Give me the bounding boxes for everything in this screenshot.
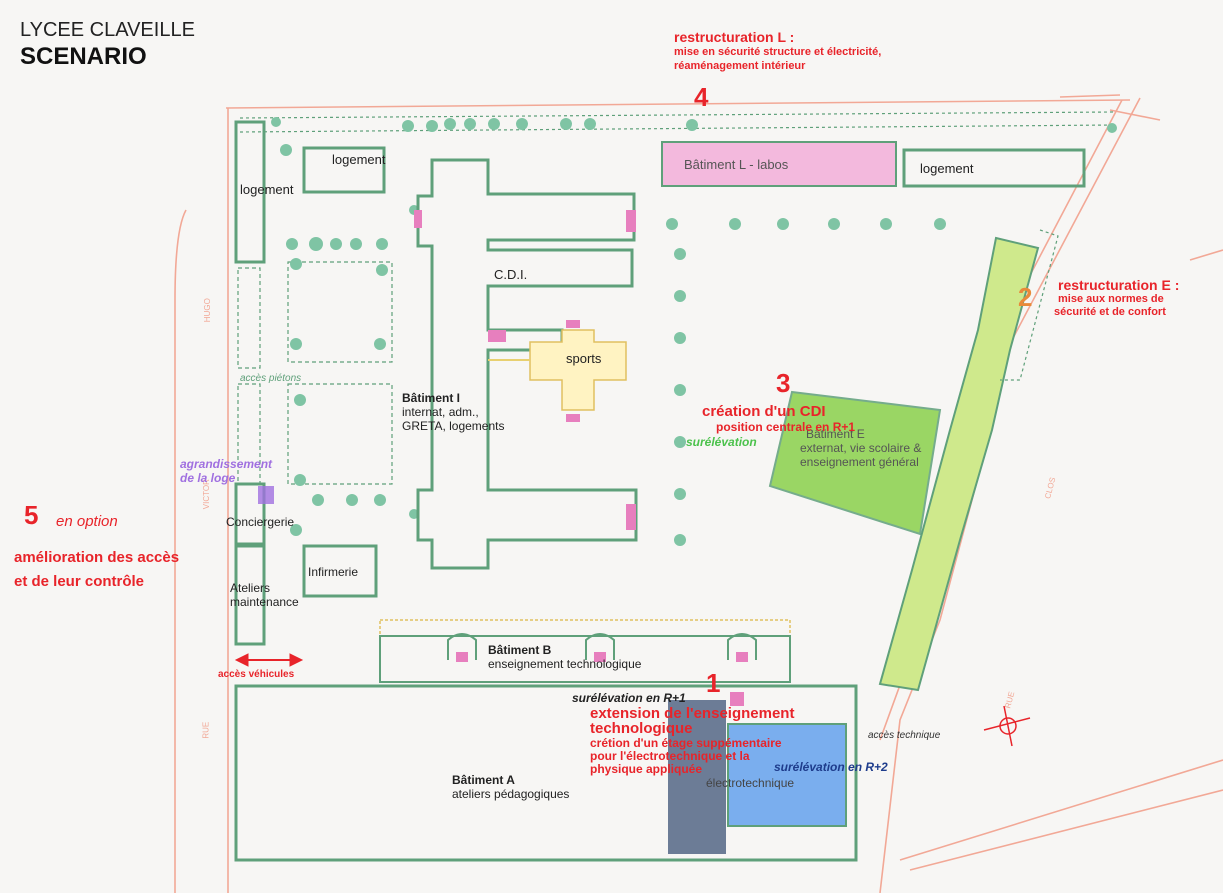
- batiment-e-title: Bâtiment E: [806, 427, 865, 441]
- pink-accents: [414, 210, 748, 706]
- batiment-b-line1: enseignement technologique: [488, 657, 642, 671]
- batiment-e-line1: externat, vie scolaire &: [800, 441, 922, 455]
- acces-technique-label: accès technique: [868, 730, 941, 741]
- street-rue-left-label: RUE: [201, 721, 211, 739]
- batiment-l-label: Bâtiment L - labos: [684, 157, 789, 172]
- batiment-b-title: Bâtiment B: [488, 643, 552, 657]
- annotation-1-line4: pour l'électrotechnique et la: [590, 749, 750, 763]
- ateliers-line1: Ateliers: [230, 581, 271, 595]
- batiment-i-outline: [416, 158, 638, 570]
- logement-top-label: logement: [332, 152, 386, 167]
- batiment-i-title: Bâtiment I: [402, 391, 461, 405]
- compass-icon: [983, 705, 1031, 747]
- scenario-title: SCENARIO: [20, 43, 147, 70]
- annotation-4-line2: réaménagement intérieur: [674, 60, 806, 72]
- annotation-1-line5: physique appliquée: [590, 762, 703, 776]
- logement-right-block: [902, 148, 1086, 188]
- batiment-a-outline: [234, 684, 858, 862]
- vehicle-access-arrow: [234, 653, 304, 667]
- annotation-2-line2: sécurité et de confort: [1054, 306, 1166, 318]
- batiment-a-title: Bâtiment A: [452, 773, 515, 787]
- annotation-2-line1: mise aux normes de: [1058, 293, 1164, 305]
- annotation-1-line3: crétion d'un étage suppémentaire: [590, 736, 782, 750]
- batiment-e-main: [878, 236, 1040, 692]
- annotation-2-title: restructuration E :: [1058, 277, 1180, 293]
- school-name: LYCEE CLAVEILLE: [20, 19, 195, 41]
- annotation-1-surelevation-r2: surélévation en R+2: [774, 760, 888, 774]
- batiment-l-block: [661, 141, 897, 187]
- annotation-1-surelevation: surélévation en R+1: [572, 691, 686, 705]
- batiment-i-line2: GRETA, logements: [402, 419, 505, 433]
- cdi-extension-zone: [768, 390, 942, 536]
- batiment-a-line1: ateliers pédagogiques: [452, 787, 570, 801]
- logement-left-label: logement: [240, 182, 294, 197]
- annotation-1-number: 1: [706, 668, 721, 698]
- annotation-5-line1: amélioration des accès: [14, 549, 180, 566]
- loge-extension: [258, 486, 274, 504]
- electrotechnique-label: électrotechnique: [706, 776, 795, 790]
- annotation-5-option: en option: [56, 513, 118, 530]
- annotation-4-number: 4: [694, 82, 709, 112]
- annotation-3-number: 3: [776, 368, 791, 398]
- top-hedge: [239, 111, 1116, 133]
- acces-vehicules-label: accès véhicules: [218, 669, 295, 680]
- cdi-label: C.D.I.: [494, 267, 528, 282]
- street-hugo-label: HUGO: [202, 298, 212, 323]
- sports-label: sports: [566, 351, 602, 366]
- annotation-4-line1: mise en sécurité structure et électricit…: [674, 46, 882, 58]
- courtyard-squares: [237, 261, 393, 485]
- annotation-3-surelevation: surélévation: [686, 435, 757, 449]
- batiment-e-line2: enseignement général: [800, 455, 919, 469]
- batiment-b-stairs: [447, 633, 757, 660]
- surelevation-r2-zone: [727, 723, 847, 827]
- annotation-1-line2: technologique: [590, 720, 693, 737]
- logement-right-label: logement: [920, 161, 974, 176]
- conciergerie-label: Conciergerie: [226, 515, 295, 529]
- annotation-3-line1: création d'un CDI: [702, 403, 826, 420]
- sports-cross: [529, 329, 627, 411]
- loge-line1: agrandissement: [180, 457, 273, 471]
- acces-pietons-label: accès piétons: [240, 373, 302, 384]
- loge-line2: de la loge: [180, 471, 236, 485]
- annotation-1-line1: extension de l'enseignement: [590, 705, 795, 722]
- annotation-4-title: restructuration L :: [674, 29, 795, 45]
- annotation-3-line2: position centrale en R+1: [716, 420, 856, 434]
- annotation-2-number: 2: [1018, 282, 1033, 312]
- ateliers-line2: maintenance: [230, 595, 299, 609]
- left-buildings: [234, 120, 386, 646]
- surelevation-r1-zone: [668, 700, 726, 854]
- infirmerie-label: Infirmerie: [308, 565, 359, 579]
- annotation-5-line2: et de leur contrôle: [14, 573, 145, 590]
- batiment-i-line1: internat, adm.,: [402, 405, 479, 419]
- batiment-b-core: [379, 635, 791, 683]
- annotation-5-number: 5: [24, 500, 39, 530]
